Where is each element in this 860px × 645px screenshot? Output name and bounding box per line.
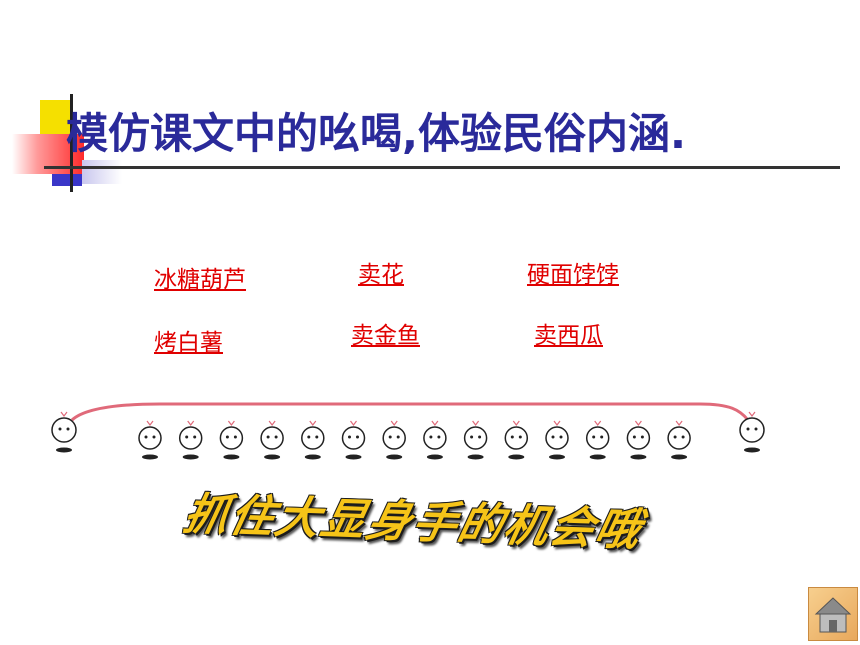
character-figure [739,411,765,453]
character-figure [138,420,162,460]
slogan-text: 抓住大显身手的机会哦 [179,488,647,557]
character-row [51,411,765,460]
character-figure [51,411,77,453]
character-figure [219,420,244,460]
link-mai-xigua[interactable]: 卖西瓜 [534,323,603,349]
title-underline [44,166,840,169]
rope-path [70,402,750,422]
character-figure [667,420,691,460]
rope-line-characters [51,402,765,460]
character-figure [504,420,529,460]
character-figure [178,420,203,460]
slide-title: 模仿课文中的吆喝,体验民俗内涵. [66,109,686,158]
character-figure [301,420,325,460]
character-figure [341,420,366,460]
character-figure [463,420,488,460]
home-button[interactable] [808,587,858,641]
character-figure [626,420,651,460]
link-kao-baishu[interactable]: 烤白薯 [154,330,223,356]
character-figure [260,420,284,460]
link-mai-hua[interactable]: 卖花 [358,262,404,288]
link-bingtang-hulu[interactable]: 冰糖葫芦 [154,267,246,293]
decor-vertical-line [70,94,73,192]
link-yingmian-bobo[interactable]: 硬面饽饽 [527,262,619,288]
decor-lavender-fade [82,160,122,184]
home-icon [814,597,852,633]
character-figure [423,420,447,460]
character-figure [545,420,569,460]
link-mai-jinyu[interactable]: 卖金鱼 [351,323,420,349]
character-figure [585,420,610,460]
character-figure [382,420,406,460]
